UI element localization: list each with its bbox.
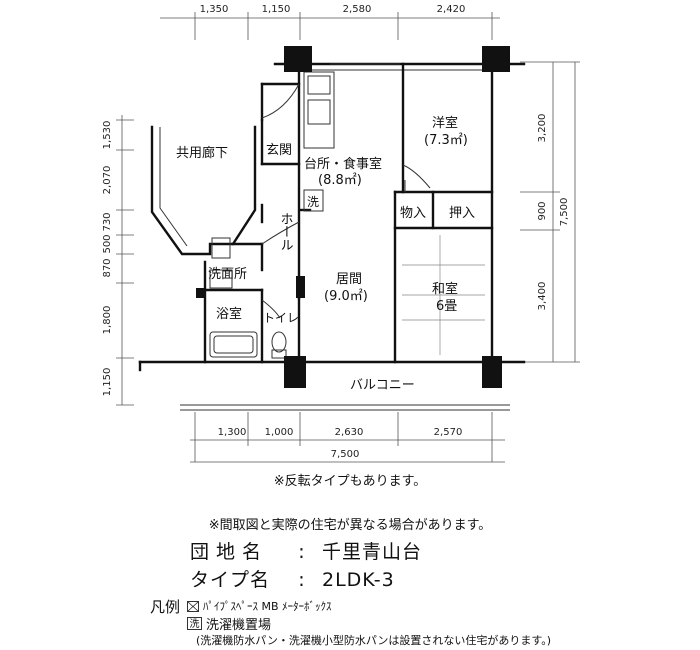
top-dimensions: 1,350 1,150 2,580 2,420 <box>160 4 500 40</box>
label-kitchen-area: (8.8㎡) <box>318 173 362 188</box>
label-closet: 押入 <box>449 206 475 221</box>
type-name-separator: : <box>298 569 306 591</box>
left-dim-5: 870 <box>102 258 113 277</box>
tatami-lines <box>402 235 485 355</box>
complex-name-value: 千里青山台 <box>322 541 423 563</box>
column-top-left <box>284 46 312 72</box>
columns <box>196 46 510 388</box>
type-name-value: 2LDK-3 <box>322 569 395 591</box>
label-storage: 物入 <box>400 206 426 221</box>
label-washroom: 洗面所 <box>208 267 247 282</box>
right-dim-3: 3,400 <box>537 282 548 311</box>
label-western: 洋室 <box>432 115 458 131</box>
label-living: 居間 <box>336 272 362 287</box>
label-japanese: 和室 <box>432 281 458 297</box>
kitchen-counter <box>303 71 335 212</box>
bottom-dim-2: 1,000 <box>265 427 294 438</box>
washer-icon: 洗 <box>187 617 202 630</box>
type-name-row: タイプ名:2LDK-3 <box>190 565 395 592</box>
bottom-dim-4: 2,570 <box>434 427 463 438</box>
complex-name-label: 団地名 <box>190 541 269 563</box>
right-dim-1: 3,200 <box>537 114 548 143</box>
label-corridor: 共用廊下 <box>176 145 228 161</box>
pipe-space-icon <box>187 600 199 612</box>
top-dim-3: 2,580 <box>343 4 372 15</box>
label-entrance: 玄関 <box>266 143 292 158</box>
label-living-area: (9.0㎡) <box>324 289 368 304</box>
floor-plan: 1,350 1,150 2,580 2,420 1,530 2,070 730 … <box>102 4 580 463</box>
type-name-label: タイプ名 <box>190 569 271 591</box>
label-kitchen: 台所・食事室 <box>304 156 382 172</box>
interior-walls <box>203 62 494 364</box>
bottom-dim-3: 2,630 <box>335 427 364 438</box>
column-top-right <box>482 46 510 72</box>
left-dimensions: 1,530 2,070 730 500 870 1,800 1,150 <box>102 115 134 406</box>
bath-fixtures <box>209 237 287 359</box>
label-western-area: (7.3㎡) <box>424 133 468 148</box>
label-japanese-size: 6畳 <box>436 299 457 314</box>
complex-name-separator: : <box>298 541 306 563</box>
left-dim-2: 2,070 <box>102 166 113 195</box>
left-dim-4: 500 <box>102 234 113 253</box>
left-dim-1: 1,530 <box>102 121 113 150</box>
legend-title: 凡例 <box>150 598 181 616</box>
label-hall: ホール <box>278 212 293 251</box>
column-mid <box>296 276 305 298</box>
bottom-dimensions: 1,300 1,000 2,630 2,570 7,500 <box>190 412 505 463</box>
complex-name-row: 団地名: 千里青山台 <box>190 537 422 564</box>
legend-washer-note: (洗濯機防水パン・洗濯機小型防水パンは設置されない住宅があります。) <box>196 634 552 647</box>
bottom-dim-total: 7,500 <box>331 449 360 460</box>
outer-walls <box>138 62 526 411</box>
left-dim-3: 730 <box>102 212 113 231</box>
disclaimer-note: ※間取図と実際の住宅が異なる場合があります。 <box>208 518 492 533</box>
top-dim-1: 1,350 <box>200 4 229 15</box>
right-dim-2: 900 <box>537 201 548 220</box>
label-toilet: トイレ <box>263 311 299 325</box>
reverse-note: ※反転タイプもあります。 <box>273 474 427 489</box>
top-dim-2: 1,150 <box>262 4 291 15</box>
legend-washer-text: 洗濯機置場 <box>206 618 272 633</box>
room-labels: 共用廊下 玄関 台所・食事室 (8.8㎡) 洗 洋室 (7.3㎡) 物入 押入 … <box>176 115 475 393</box>
window-marks <box>330 63 480 71</box>
label-balcony: バルコニー <box>350 378 415 393</box>
label-bath: 浴室 <box>216 306 242 322</box>
legend-pipe-space-text: ﾊﾟｲﾌﾟｽﾍﾟｰｽ MB ﾒｰﾀｰﾎﾞｯｸｽ <box>203 600 332 613</box>
corridor-outline <box>150 125 257 256</box>
left-dim-6: 1,800 <box>102 306 113 335</box>
legend-pipe-space: ﾊﾟｲﾌﾟｽﾍﾟｰｽ MB ﾒｰﾀｰﾎﾞｯｸｽ <box>187 598 332 614</box>
right-dim-total: 7,500 <box>559 198 570 227</box>
door-swings <box>261 83 431 319</box>
label-washer-mark: 洗 <box>307 195 319 209</box>
legend-washer: 洗 洗濯機置場 <box>187 614 271 633</box>
bottom-dim-1: 1,300 <box>218 427 247 438</box>
left-dim-7: 1,150 <box>102 368 113 397</box>
right-dimensions: 3,200 900 3,400 7,500 <box>520 61 580 363</box>
top-dim-4: 2,420 <box>437 4 466 15</box>
column-bottom-right <box>482 356 502 388</box>
column-bottom-left <box>284 356 306 388</box>
